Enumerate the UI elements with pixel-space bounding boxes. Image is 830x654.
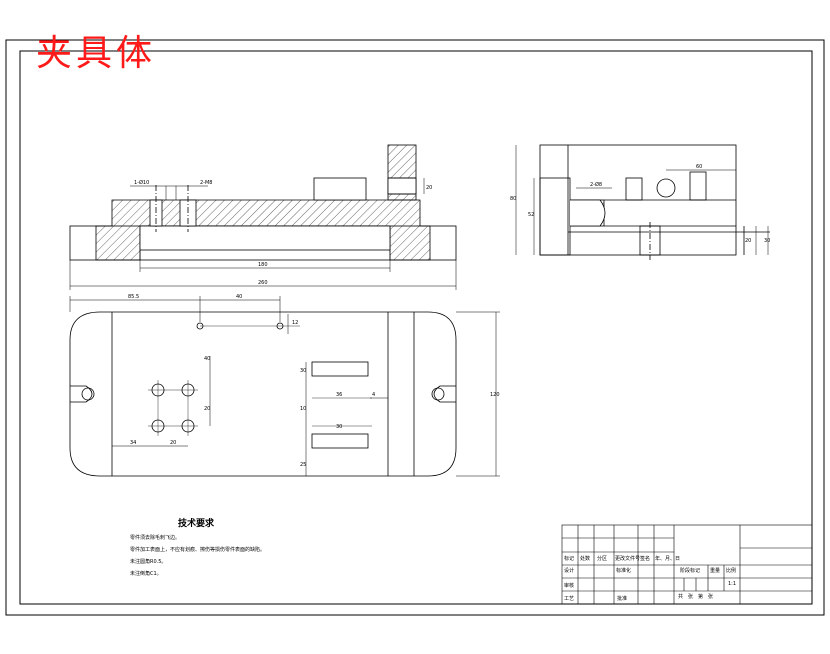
tech-requirement-item: 未注倒角C1。 bbox=[130, 571, 162, 577]
title-block bbox=[561, 524, 813, 605]
dim-front-step-height: 20 bbox=[426, 185, 432, 191]
dim-plan-height: 120 bbox=[490, 392, 500, 398]
dim-plan-r2: 30 bbox=[336, 424, 342, 430]
tb-sheets: 共 张 第 张 bbox=[678, 594, 714, 600]
dim-plan-h1: 34 bbox=[130, 440, 136, 446]
tb-zone: 分区 bbox=[597, 556, 608, 562]
front-section-view bbox=[69, 144, 457, 290]
dim-plan-slot-depth: 4 bbox=[372, 392, 375, 398]
tb-craft: 工艺 bbox=[564, 596, 575, 602]
dim-front-left-hole: 1-Ø10 bbox=[134, 179, 149, 186]
tb-design: 设计 bbox=[564, 568, 575, 574]
tb-weight: 重量 bbox=[710, 568, 721, 574]
tech-requirements-list: 零件须去除毛刺飞边。 零件加工表面上，不应有划痕、擦伤等损伤零件表面的缺陷。 未… bbox=[130, 532, 265, 580]
side-view bbox=[515, 144, 770, 260]
dim-side-height-base: 30 bbox=[764, 238, 770, 244]
drawing-title: 夹具体 bbox=[36, 33, 157, 74]
dim-front-inner-width: 180 bbox=[258, 262, 268, 268]
dim-plan-hole-dia: 12 bbox=[292, 320, 298, 326]
tb-stage-mark: 阶段标记 bbox=[680, 568, 701, 574]
tb-scale-value: 1:1 bbox=[728, 581, 737, 587]
dim-plan-v1: 40 bbox=[204, 356, 210, 362]
dim-front-total-width: 260 bbox=[258, 280, 268, 286]
tb-standard: 标准化 bbox=[616, 568, 632, 574]
tech-requirement-item: 零件加工表面上，不应有划痕、擦伤等损伤零件表面的缺陷。 bbox=[130, 547, 266, 553]
dim-side-height-mid: 52 bbox=[528, 212, 534, 218]
dim-side-hole: 2-Ø8 bbox=[590, 181, 602, 188]
tb-change-no: 更改文件号 bbox=[615, 556, 641, 562]
plan-view bbox=[69, 296, 500, 477]
tb-date: 年、月、日 bbox=[655, 556, 681, 562]
dim-plan-r4: 25 bbox=[300, 462, 306, 468]
dim-plan-hole-pitch: 40 bbox=[236, 294, 242, 300]
tb-mark: 标记 bbox=[564, 556, 575, 562]
dim-plan-r3: 10 bbox=[300, 406, 306, 412]
dim-plan-left-offset: 85.5 bbox=[128, 294, 139, 300]
dim-plan-slot-width: 36 bbox=[336, 392, 342, 398]
outer-border bbox=[5, 39, 825, 616]
inner-border bbox=[19, 50, 813, 605]
tech-requirements-heading: 技术要求 bbox=[178, 519, 215, 529]
dim-plan-v2: 20 bbox=[204, 406, 210, 412]
tb-scale: 比例 bbox=[726, 568, 737, 574]
tb-approve: 批准 bbox=[617, 596, 628, 602]
tb-check: 审核 bbox=[564, 583, 575, 589]
dim-plan-h2: 20 bbox=[170, 440, 176, 446]
tech-requirement-item: 零件须去除毛刺飞边。 bbox=[130, 535, 181, 541]
tb-sign: 签名 bbox=[640, 556, 651, 562]
tech-requirement-item: 未注圆角R0.5。 bbox=[130, 559, 167, 565]
dim-front-right-hole: 2-M8 bbox=[200, 180, 212, 186]
dim-side-height-low: 20 bbox=[745, 238, 751, 244]
tb-qty: 处数 bbox=[580, 556, 591, 562]
dim-side-top: 60 bbox=[696, 164, 702, 170]
dim-plan-r1: 30 bbox=[300, 368, 306, 374]
dim-side-height-total: 80 bbox=[510, 196, 516, 202]
